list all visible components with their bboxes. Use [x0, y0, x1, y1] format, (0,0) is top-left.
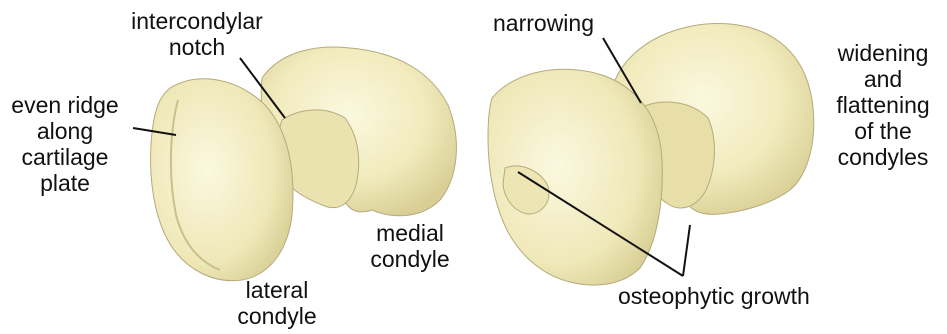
label-line: of the [822, 118, 944, 144]
label-line: plate [2, 170, 128, 196]
label-line: cartilage [2, 144, 128, 170]
label-osteophytic-growth: osteophytic growth [618, 283, 810, 309]
label-widening-flattening: widening and flattening of the condyles [822, 40, 944, 170]
label-line: condyles [822, 144, 944, 170]
label-line: even ridge [2, 92, 128, 118]
label-medial-condyle: medial condyle [355, 220, 465, 272]
label-line: condyle [222, 303, 332, 329]
label-line: osteophytic growth [618, 283, 810, 309]
label-line: lateral [222, 277, 332, 303]
label-lateral-condyle: lateral condyle [222, 277, 332, 329]
label-line: and [822, 66, 944, 92]
label-line: along [2, 118, 128, 144]
label-narrowing: narrowing [493, 10, 594, 36]
leader-osteophytic-growth-right [683, 225, 690, 276]
label-line: medial [355, 220, 465, 246]
arthritic-femur-condyles [488, 24, 814, 286]
label-intercondylar-notch: intercondylar notch [112, 8, 282, 60]
label-even-ridge: even ridge along cartilage plate [2, 92, 128, 196]
label-line: notch [112, 34, 282, 60]
label-line: flattening [822, 92, 944, 118]
label-line: widening [822, 40, 944, 66]
label-line: narrowing [493, 10, 594, 36]
label-line: condyle [355, 246, 465, 272]
label-line: intercondylar [112, 8, 282, 34]
